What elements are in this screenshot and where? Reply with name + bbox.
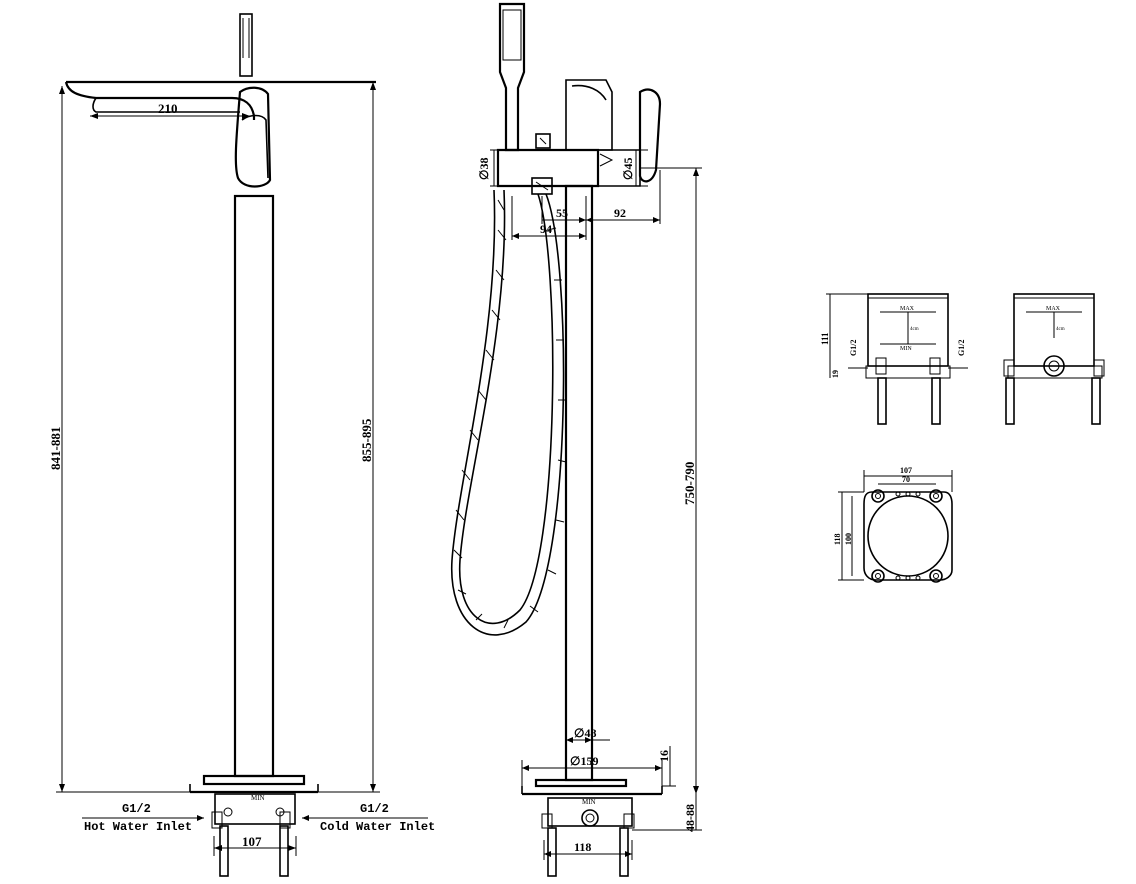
side-handle — [234, 86, 272, 188]
box-side-4cm: 4cm — [910, 327, 919, 332]
front-base-plate — [534, 778, 628, 788]
front-lever-handle — [638, 88, 662, 183]
front-view: MIN ∅38 ∅45 55 92 94 750-790 — [451, 2, 702, 877]
side-dim-107: 107 — [242, 834, 262, 849]
hot-water-inlet-label: Hot Water Inlet — [84, 820, 192, 834]
box-plan-dim-70: 70 — [902, 475, 910, 484]
box-front-view: MAX 4cm — [1003, 293, 1105, 425]
front-dim-55: 55 — [556, 206, 568, 220]
box-side-thread-left: G1/2 — [849, 340, 858, 356]
box-plan-dim-118: 118 — [833, 533, 842, 545]
box-plan-dim-100: 100 — [844, 533, 853, 545]
box-side-thread-right: G1/2 — [957, 340, 966, 356]
front-mixer-body — [496, 148, 600, 188]
front-dim-d48: ∅48 — [574, 726, 596, 740]
side-dim-841-881: 841-881 — [48, 427, 63, 470]
front-dim-d38: ∅38 — [477, 158, 491, 180]
front-dim-118: 118 — [574, 840, 591, 854]
front-dim-94: 94 — [540, 222, 552, 236]
box-plan-view: 107 70 118 100 — [833, 466, 953, 583]
front-hose — [458, 189, 554, 625]
front-pillar — [564, 184, 594, 782]
front-handshower — [498, 2, 526, 152]
front-dim-16: 16 — [657, 750, 671, 762]
side-view: MIN 210 841-881 855-895 G1/2 Hot Water I… — [48, 13, 435, 877]
front-dim-92: 92 — [614, 206, 626, 220]
side-spout — [64, 80, 376, 120]
side-min-label: MIN — [251, 794, 265, 802]
box-side-view: MAX 4cm MIN 111 19 G1/2 G1/2 — [820, 293, 968, 425]
box-side-dim-111: 111 — [820, 332, 830, 345]
box-side-min: MIN — [900, 346, 912, 352]
side-base-plate — [202, 774, 306, 786]
side-dim-210: 210 — [158, 101, 178, 116]
side-dim-855-895: 855-895 — [359, 418, 374, 462]
box-front-4cm: 4cm — [1056, 327, 1065, 332]
box-front-max: MAX — [1046, 306, 1061, 312]
front-dim-d45: ∅45 — [621, 158, 635, 180]
hot-thread-label: G1/2 — [122, 802, 151, 816]
box-plan-dim-107: 107 — [900, 466, 912, 475]
box-plan-body — [863, 491, 953, 581]
side-handshower — [239, 13, 253, 77]
cold-thread-label: G1/2 — [360, 802, 389, 816]
front-dim-d159: ∅159 — [570, 754, 598, 768]
side-pillar — [233, 194, 275, 778]
box-side-max: MAX — [900, 306, 915, 312]
cold-water-inlet-label: Cold Water Inlet — [320, 820, 435, 834]
front-dim-750-790: 750-790 — [682, 462, 697, 505]
box-side-dim-19: 19 — [831, 370, 840, 378]
front-min-label: MIN — [582, 798, 596, 806]
front-dim-48-88: 48-88 — [683, 804, 697, 832]
